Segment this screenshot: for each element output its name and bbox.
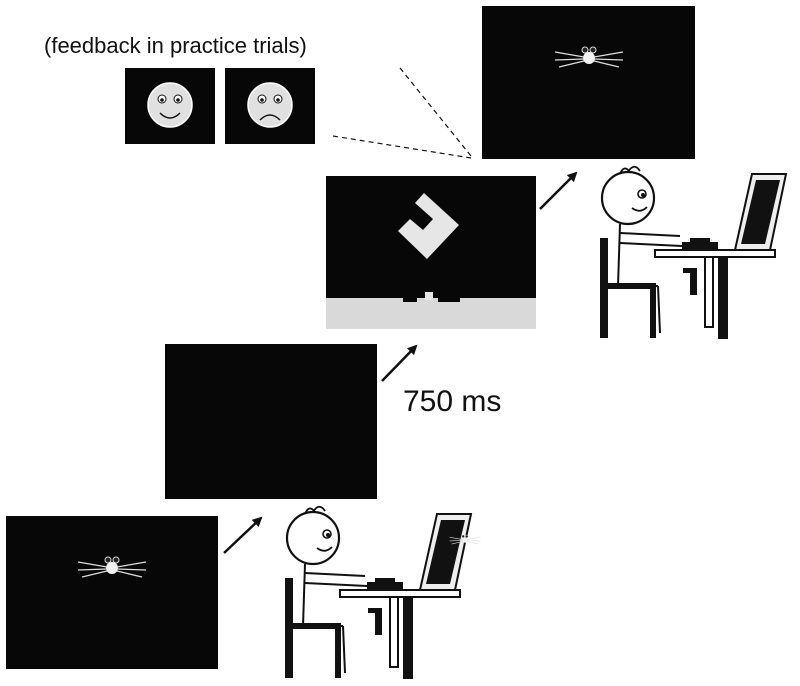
target-screen-bottom xyxy=(6,516,218,669)
delay-label: 750 ms xyxy=(403,385,502,418)
arrow-to-participant-bottom xyxy=(223,516,263,554)
callout-line-1 xyxy=(399,67,472,157)
target-screen-top xyxy=(482,6,695,159)
arrow-to-participant-top xyxy=(539,171,578,210)
stick-figure-at-laptop-icon xyxy=(598,165,788,341)
frowning-face-icon xyxy=(247,82,293,128)
stick-figure-at-laptop-icon xyxy=(283,505,481,681)
blank-screen xyxy=(165,344,377,499)
mouse-face-icon xyxy=(77,556,147,578)
smiley-face-icon xyxy=(147,82,193,128)
puzzle-shape-icon xyxy=(398,193,460,302)
arrow-to-stimulus xyxy=(381,344,418,382)
mouse-face-icon xyxy=(554,46,624,68)
feedback-caption: (feedback in practice trials) xyxy=(44,33,307,58)
callout-line-2 xyxy=(332,135,472,159)
mask-band xyxy=(326,298,536,329)
